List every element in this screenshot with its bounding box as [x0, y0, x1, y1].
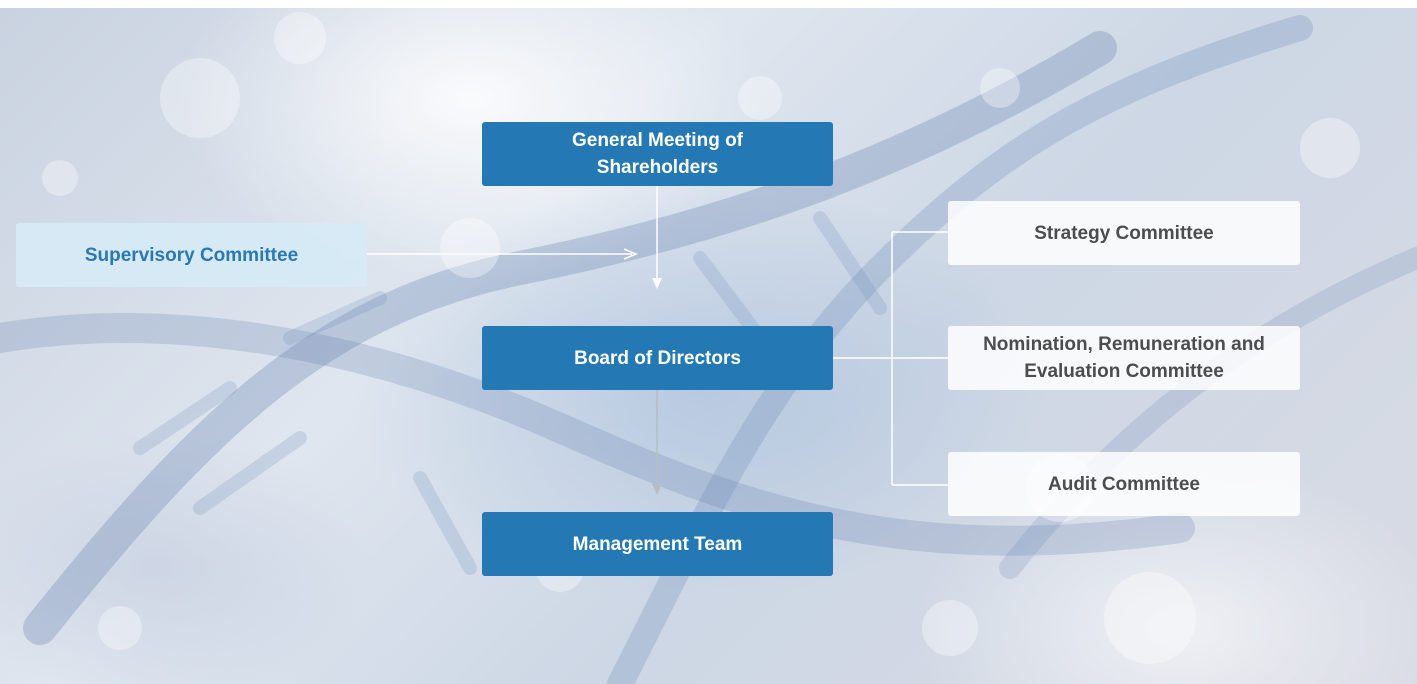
board-of-directors-label: Board of Directors — [574, 347, 741, 369]
strategy-committee-label: Strategy Committee — [1034, 222, 1214, 244]
shareholders-label: General Meeting of Shareholders — [571, 130, 744, 178]
supervisory-committee-label: Supervisory Committee — [84, 244, 299, 266]
nomination-committee-node: Nomination, Remuneration and Evaluation … — [948, 326, 1300, 390]
management-team-label: Management Team — [572, 533, 743, 555]
nomination-committee-label: Nomination, Remuneration and Evaluation … — [983, 334, 1265, 382]
strategy-committee-node: Strategy Committee — [948, 201, 1300, 265]
org-chart-canvas: General Meeting of Shareholders Supervis… — [0, 8, 1417, 684]
shareholders-node: General Meeting of Shareholders — [482, 122, 833, 186]
management-team-node: Management Team — [482, 512, 833, 576]
audit-committee-node: Audit Committee — [948, 452, 1300, 516]
supervisory-committee-node: Supervisory Committee — [16, 223, 367, 287]
audit-committee-label: Audit Committee — [1048, 473, 1200, 495]
board-of-directors-node: Board of Directors — [482, 326, 833, 390]
